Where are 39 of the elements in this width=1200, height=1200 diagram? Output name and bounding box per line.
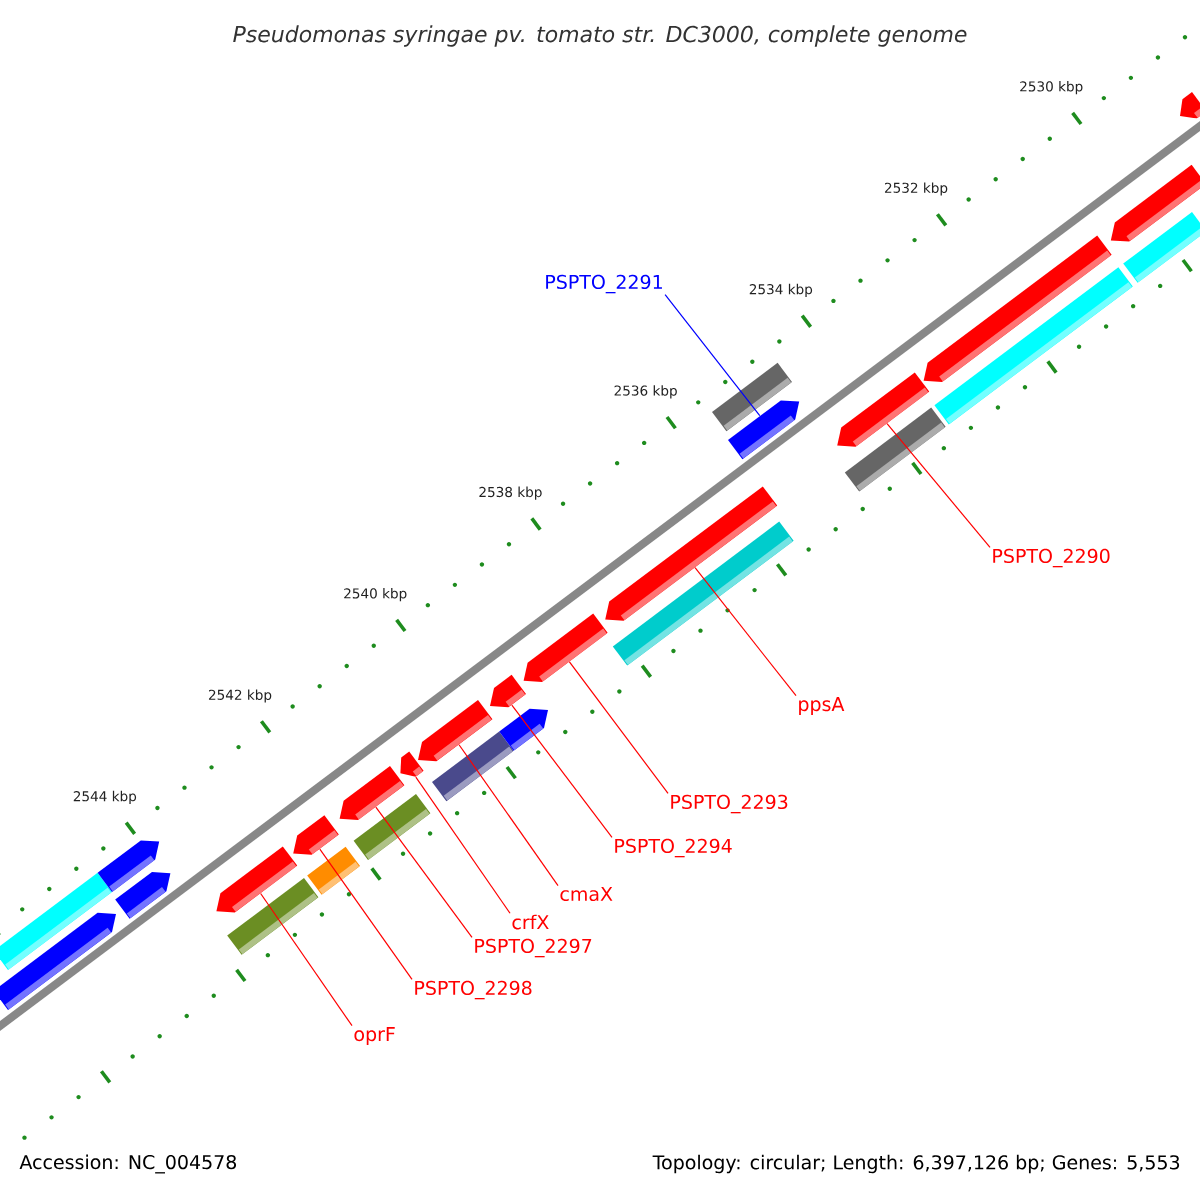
gene-label: PSPTO_2294 xyxy=(615,838,732,858)
gene-label: PSPTO_2297 xyxy=(475,938,592,958)
gene-label: PSPTO_2290 xyxy=(993,548,1110,568)
gene-block xyxy=(307,846,360,895)
gene-label: ppsA xyxy=(799,697,845,715)
gene-block xyxy=(1110,164,1200,242)
gene-block xyxy=(490,674,526,708)
gene-label: cmaX xyxy=(560,886,613,902)
gene-block xyxy=(923,235,1112,382)
gene-block xyxy=(499,708,548,751)
gene-label: PSPTO_2298 xyxy=(415,980,532,1000)
leader-line xyxy=(664,294,761,417)
leader-line xyxy=(568,661,669,794)
gene-label: PSPTO_2293 xyxy=(671,794,788,814)
gene-label: crfX xyxy=(512,914,549,930)
gene-block xyxy=(0,912,116,1010)
gene-block xyxy=(227,878,319,955)
gene-label: PSPTO_2291 xyxy=(546,274,662,294)
leader-line xyxy=(260,892,353,1027)
gene-block xyxy=(712,362,792,432)
leader-line xyxy=(694,567,797,697)
footer-text: Accession: NC_004578 xyxy=(19,1154,237,1174)
leader-line xyxy=(375,806,473,938)
gene-block xyxy=(293,815,339,855)
gene-block xyxy=(523,613,608,682)
gene-label: oprF xyxy=(354,1027,395,1045)
leader-line xyxy=(458,744,559,887)
gene-block xyxy=(97,840,160,892)
title: Pseudomonas syringae pv. tomato str. DC3000, complete genome xyxy=(233,25,967,47)
gene-block xyxy=(1180,92,1200,119)
gene-block xyxy=(400,751,424,777)
gene-block xyxy=(612,521,794,666)
footer-text: Topology: circular; Length: 6,397,126 bp; Genes: 5,553 xyxy=(652,1154,1180,1174)
leader-line xyxy=(886,423,991,548)
leader-line xyxy=(415,776,511,914)
gene-block xyxy=(353,794,431,860)
gene-block xyxy=(844,407,946,492)
leader-line xyxy=(319,848,413,980)
gene-block xyxy=(432,731,514,802)
